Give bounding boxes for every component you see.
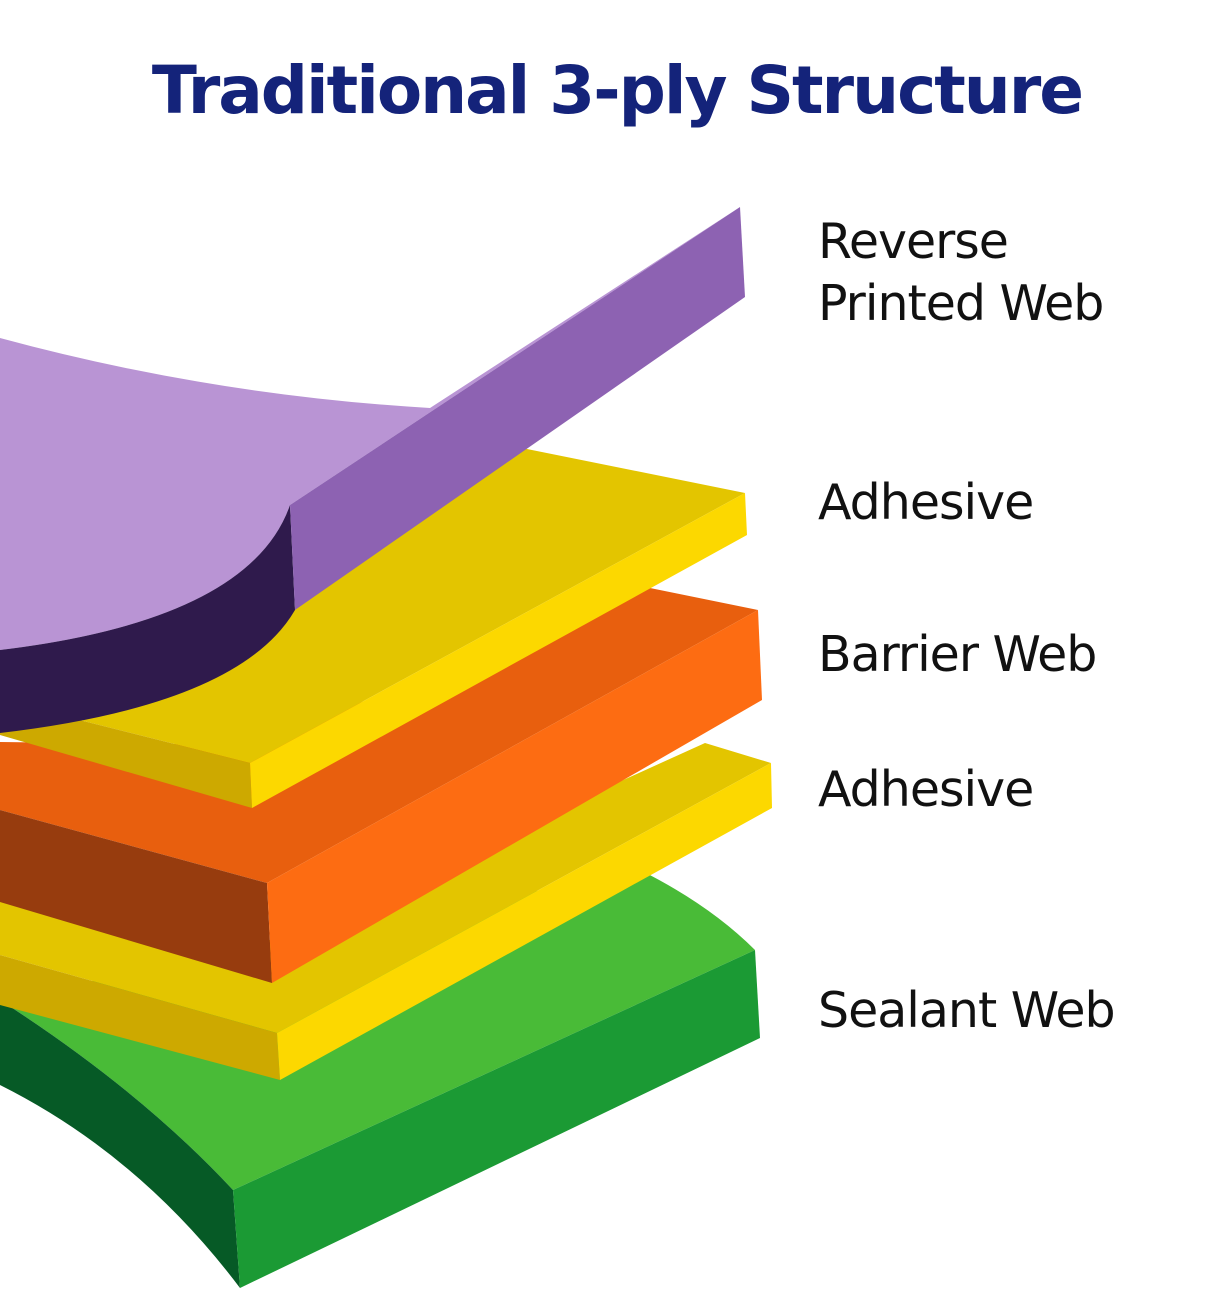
label-line: Printed Web <box>818 275 1104 332</box>
sealant-web-front-face <box>233 950 760 1288</box>
barrier-web-front-face <box>267 610 762 983</box>
label-sealant-web: Sealant Web <box>818 980 1116 1042</box>
label-adhesive-bottom: Adhesive <box>818 759 1034 821</box>
sealant-web-side-face <box>0 1000 240 1288</box>
label-line: Reverse <box>818 213 1009 270</box>
reverse-printed-web-side-face <box>0 505 295 733</box>
label-reverse-printed-web: Reverse Printed Web <box>818 211 1104 335</box>
sealant-web-layer <box>0 870 760 1288</box>
adhesive-bottom-side-face <box>0 955 280 1080</box>
label-line: Adhesive <box>818 474 1034 531</box>
adhesive-top-side-face <box>0 700 252 808</box>
adhesive-top-front-face <box>250 493 747 808</box>
label-adhesive-top: Adhesive <box>818 472 1034 534</box>
reverse-printed-web-top-face <box>0 207 740 650</box>
barrier-web-side-face <box>0 810 272 983</box>
reverse-printed-web-layer <box>0 207 745 733</box>
label-line: Barrier Web <box>818 626 1097 683</box>
reverse-printed-web-front-face <box>290 207 745 610</box>
label-barrier-web: Barrier Web <box>818 624 1097 686</box>
label-line: Sealant Web <box>818 982 1116 1039</box>
adhesive-bottom-front-face <box>277 763 772 1080</box>
label-line: Adhesive <box>818 761 1034 818</box>
diagram-title: Traditional 3-ply Structure <box>151 52 1084 129</box>
sealant-web-top-face <box>0 870 755 1190</box>
